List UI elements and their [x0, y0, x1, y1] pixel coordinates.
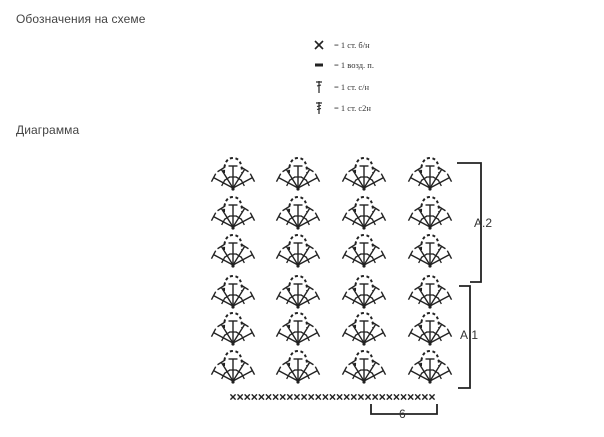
base-stitch: [386, 393, 393, 401]
base-stitch: [265, 393, 272, 401]
fan-cluster: [210, 274, 256, 309]
legend-text-ch: = 1 возд. п.: [334, 60, 374, 70]
base-stitch: [343, 393, 350, 401]
base-stitch: [414, 393, 421, 401]
fan-cluster: [407, 233, 453, 268]
base-stitch: [286, 393, 293, 401]
bracket-a1-label: A.1: [460, 328, 478, 342]
bracket-a1: [458, 285, 471, 389]
base-stitch: [400, 393, 407, 401]
fan-cluster: [275, 349, 321, 384]
base-stitch: [393, 393, 400, 401]
fan-cluster: [341, 311, 387, 346]
base-stitch: [272, 393, 279, 401]
base-stitch: [336, 393, 343, 401]
base-stitch: [407, 393, 414, 401]
fan-cluster: [341, 195, 387, 230]
fan-cluster: [407, 349, 453, 384]
base-stitch: [428, 393, 436, 401]
fan-cluster: [210, 156, 256, 191]
base-stitch: [350, 393, 357, 401]
fan-cluster: [341, 274, 387, 309]
legend-item-sc: = 1 ст. б/н: [312, 38, 370, 52]
legend-item-ch: = 1 возд. п.: [312, 58, 374, 72]
fan-cluster: [341, 233, 387, 268]
base-stitch: [258, 393, 265, 401]
base-stitch: [251, 393, 258, 401]
fan-cluster: [407, 156, 453, 191]
base-stitch: [237, 393, 244, 401]
base-stitch: [293, 393, 301, 401]
legend-text-dc: = 1 ст. с/н: [334, 82, 370, 92]
legend-item-tr: = 1 ст. с2н: [312, 101, 371, 115]
fan-cluster: [210, 349, 256, 384]
base-stitch: [322, 393, 329, 401]
sc-icon: [314, 40, 324, 50]
legend-item-dc: = 1 ст. с/н: [312, 80, 369, 94]
fan-cluster: [407, 274, 453, 309]
ch-icon: [315, 63, 323, 67]
fan-cluster: [341, 156, 387, 191]
legend-title: Обозначения на схеме: [16, 12, 146, 26]
repeat-bracket: [370, 404, 438, 415]
fan-cluster: [407, 311, 453, 346]
base-stitch: [244, 393, 251, 401]
dc-icon: [316, 81, 322, 93]
fan-cluster: [275, 195, 321, 230]
fan-grid: [210, 156, 453, 384]
legend-text-sc: = 1 ст. б/н: [334, 40, 370, 50]
base-stitch: [364, 393, 372, 401]
repeat-label: 6: [399, 407, 406, 421]
fan-cluster: [275, 156, 321, 191]
fan-cluster: [275, 274, 321, 309]
base-stitch: [329, 393, 336, 401]
legend-text-tr: = 1 ст. с2н: [334, 103, 371, 113]
base-stitch: [379, 393, 386, 401]
fan-cluster: [210, 311, 256, 346]
base-stitch: [421, 393, 428, 401]
bracket-a2-label: A.2: [474, 216, 492, 230]
repeat-brackets: A.2 A.1 6: [370, 162, 492, 421]
tr-icon: [316, 102, 322, 114]
fan-cluster: [407, 195, 453, 230]
base-stitch: [308, 393, 315, 401]
base-stitch: [229, 393, 237, 401]
base-stitch: [372, 393, 379, 401]
base-stitch: [300, 393, 308, 401]
base-stitch: [279, 393, 286, 401]
fan-cluster: [210, 233, 256, 268]
foundation-row: [229, 393, 436, 401]
base-stitch: [357, 393, 365, 401]
fan-cluster: [275, 311, 321, 346]
fan-cluster: [341, 349, 387, 384]
base-stitch: [315, 393, 322, 401]
fan-cluster: [275, 233, 321, 268]
fan-cluster: [210, 195, 256, 230]
diagram-title: Диаграмма: [16, 123, 80, 137]
bracket-a2: [457, 162, 482, 283]
